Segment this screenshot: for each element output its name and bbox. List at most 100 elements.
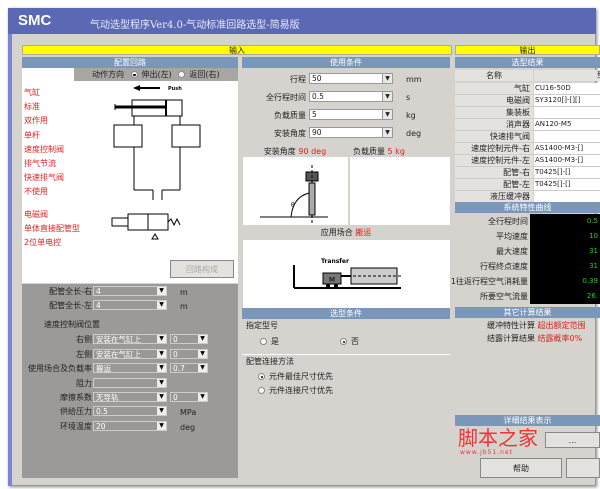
help-button[interactable]: 帮助 [480,458,562,478]
model-label: 指定型号 [246,321,278,330]
other-row: 结露计算结果 结露概率0% [487,334,583,343]
right-side-select-2[interactable]: 0▼ [170,334,208,344]
smc-logo: SMC [18,12,52,29]
conditions-header: 使用条件 [242,57,450,68]
title-bar [8,8,596,34]
pipe-left-unit: m [180,302,188,311]
usage-select[interactable]: 搬运▼ [93,363,167,373]
pressure-label: 供给压力 [60,407,92,416]
usage-select-2[interactable]: 0.7▼ [170,363,208,373]
pipe-connect-size-radio[interactable]: 元件连接尺寸优先 [258,385,333,396]
result-row: 集装板 [455,107,600,119]
condition-unit: deg [406,129,422,138]
condition-select[interactable]: 5▼ [309,109,393,120]
condition-label: 全行程时间 [266,93,306,102]
speed-control-valve-icon [113,124,143,148]
model-no-radio[interactable]: 否 [340,336,359,347]
watermark-url: www.jb51.net [460,449,513,456]
angle-caption: 安装角度 90 deg [263,147,327,156]
friction-select-2[interactable]: 0▼ [170,392,208,402]
circuit-schematic: Push [111,85,201,240]
condition-unit: kg [406,111,416,120]
condition-select[interactable]: 90▼ [309,127,393,138]
svg-text:Transfer: Transfer [321,258,349,265]
svg-text:Push: Push [168,86,182,92]
pipe-method-label: 配管连接方法 [246,357,294,366]
dir-extend-radio[interactable]: 伸出(左) [130,70,172,79]
direction-label: 动作方向 [92,70,124,79]
friction-label: 摩擦系数 [60,393,92,402]
pipe-left-label: 配管全长-左 [49,301,92,310]
watermark-text: 脚本之家 [458,426,538,450]
detail-header: 详细结果表示 [455,415,600,426]
mass-image [350,157,450,225]
output-bar: 输出 [455,45,600,55]
input-bar: 输入 [22,45,452,55]
model-yes-radio[interactable]: 是 [260,336,279,347]
right-side-select[interactable]: 安装在气缸上▼ [93,334,167,344]
left-side-select-2[interactable]: 0▼ [170,349,208,359]
selection-header: 选型条件 [242,308,450,319]
temp-label: 环境温度 [60,422,92,431]
friction-select[interactable]: 无导轨▼ [93,392,167,402]
result-table-header: 名称型 [455,70,600,82]
other-header: 其它计算结果 [455,307,600,318]
direction-row: 动作方向 伸出(左) 返回(右) [74,68,238,81]
temp-unit: deg [180,423,196,432]
svg-text:M: M [329,276,335,284]
divider [242,354,450,355]
pressure-unit: MPa [180,408,197,417]
left-side-select[interactable]: 安装在气缸上▼ [93,349,167,359]
app-title: 气动选型程序Ver4.0-气动标准回路选型-简易版 [90,20,300,31]
temp-select[interactable]: 20▼ [93,421,167,431]
result-row: 快速排气阀 [455,131,600,143]
pipe-right-label: 配管全长-右 [49,287,92,296]
condition-label: 安装角度 [274,129,306,138]
pipe-right-unit: m [180,288,188,297]
result-header: 选型结果 [455,57,600,68]
pipe-left-select[interactable]: 4▼ [93,300,167,310]
right-side-label: 右侧 [76,335,92,344]
left-side-label: 左侧 [76,350,92,359]
condition-unit: s [406,93,411,102]
circuit-build-button[interactable]: 回路构成 [170,260,234,278]
condition-label: 负载质量 [274,111,306,120]
pipe-best-size-radio[interactable]: 元件最佳尺寸优先 [258,371,333,382]
detail-button[interactable]: ... [545,432,600,448]
speed-pos-label: 速度控制阀位置 [44,320,100,329]
usage-label: 使用场合及负载率 [28,364,92,373]
condition-label: 行程 [290,75,306,84]
pipe-right-select[interactable]: 4▼ [93,286,167,296]
next-button[interactable] [566,458,600,478]
mass-caption: 负载质量 5 kg [353,147,405,156]
resist-select[interactable]: ▼ [93,378,167,388]
pressure-select[interactable]: 0.5▼ [93,406,167,416]
condition-select[interactable]: 0.5▼ [309,91,393,102]
condition-unit: mm [406,75,422,84]
dir-retract-radio[interactable]: 返回(右) [178,70,220,79]
curve-header: 系统特性曲线 [455,202,600,213]
application-caption: 应用场合 搬运 [320,228,372,237]
condition-select[interactable]: 50▼ [309,73,393,84]
other-row: 缓冲特性计算 超出额定范围 [487,321,586,330]
left-strip [8,34,12,486]
angle-image: θ [243,157,348,225]
resist-label: 阻力 [76,379,92,388]
svg-text:θ: θ [291,202,295,209]
circuit-header: 配置回路 [22,57,238,68]
